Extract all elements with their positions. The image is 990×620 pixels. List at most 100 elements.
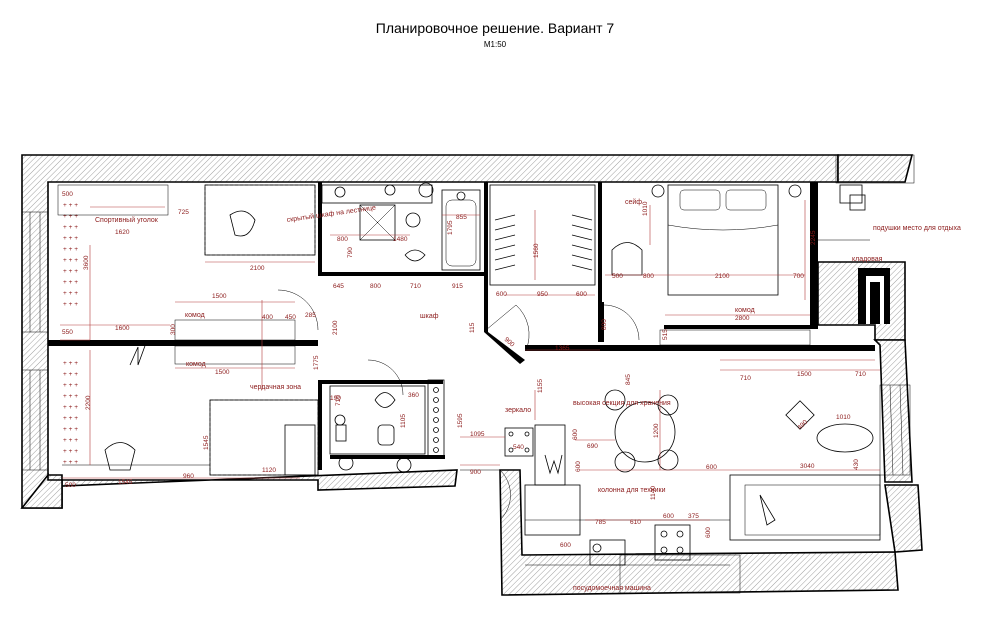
dim: 360 xyxy=(408,392,419,399)
dim: 1795 xyxy=(447,220,454,235)
dim: 115 xyxy=(469,322,476,333)
armchair-icon xyxy=(759,494,776,526)
dim: 610 xyxy=(630,519,641,526)
dim: 490 xyxy=(796,419,809,432)
room-kids-bottom: + + + + + + + + + + + + + + + + + + + + … xyxy=(62,350,319,479)
door-swing-icon xyxy=(603,304,640,341)
dim: 1595 xyxy=(457,413,464,428)
chair-icon xyxy=(104,442,136,471)
dim: 3040 xyxy=(800,463,815,470)
label-dresser-top: комод xyxy=(185,312,205,319)
dim: 600 xyxy=(576,291,587,298)
page-title: Планировочное решение. Вариант 7 xyxy=(375,20,615,36)
dim: 800 xyxy=(337,236,348,243)
svg-text:+ + +: + + + xyxy=(63,437,78,444)
label-pillows: подушки место для отдыха xyxy=(873,225,961,232)
dim: 450 xyxy=(285,314,296,321)
wardrobe-room xyxy=(485,184,600,351)
dim: 375 xyxy=(688,513,699,520)
dim: 960 xyxy=(183,473,194,480)
dim: 540 xyxy=(513,444,524,451)
dim: 1200 xyxy=(653,423,660,438)
svg-text:+ + +: + + + xyxy=(63,268,78,275)
dim: 600 xyxy=(575,461,582,472)
dim: 2800 xyxy=(735,315,750,322)
dim: 950 xyxy=(537,291,548,298)
dim: 515 xyxy=(662,329,669,340)
label-dresser-bottom: комод xyxy=(186,361,206,368)
dim: 1600 xyxy=(115,325,130,332)
dim: 2200 xyxy=(85,395,92,410)
dim: 500 xyxy=(65,482,76,489)
dim: 845 xyxy=(625,374,632,385)
bed-bottom xyxy=(209,399,319,476)
label-column-tech: колонна для техники xyxy=(598,487,666,494)
dim: 785 xyxy=(595,519,606,526)
dim: 900 xyxy=(470,469,481,476)
dim: 300 xyxy=(170,324,177,335)
label-wardrobe: шкаф xyxy=(420,313,439,320)
dim: 550 xyxy=(62,329,73,336)
coffee-table xyxy=(816,423,874,453)
dim: 700 xyxy=(793,273,804,280)
dim: 600 xyxy=(706,464,717,471)
dim: 190 xyxy=(330,395,341,402)
label-mirror: зеркало xyxy=(505,407,531,414)
plant-icon xyxy=(544,454,563,475)
hangers-right xyxy=(571,214,593,271)
door-swing-icon xyxy=(277,289,319,331)
dim: 1010 xyxy=(836,414,851,421)
label-sport: Спортивный уголок xyxy=(95,216,159,224)
sink-icon xyxy=(374,392,396,408)
dim: 2100 xyxy=(332,320,339,335)
label-tall-storage: высокая секция для хранения xyxy=(573,400,671,407)
label-storage: кладовая xyxy=(852,256,883,263)
scale-label: М1:50 xyxy=(483,40,507,49)
dim: 500 xyxy=(612,273,623,280)
dim: 600 xyxy=(560,542,571,549)
dresser-top xyxy=(174,319,296,341)
svg-text:+ + +: + + + xyxy=(63,426,78,433)
svg-text:+ + +: + + + xyxy=(63,290,78,297)
toilet-icon xyxy=(335,424,347,442)
svg-text:+ + +: + + + xyxy=(63,257,78,264)
dim: 1010 xyxy=(642,201,649,216)
door-swing-icon xyxy=(367,359,404,396)
svg-text:+ + +: + + + xyxy=(63,224,78,231)
dimension-labels: 500 725 1620 3600 2100 1500 400 450 285 … xyxy=(62,191,866,549)
stair-mark-icon xyxy=(129,342,147,366)
svg-text:+ + +: + + + xyxy=(63,382,78,389)
dim: 915 xyxy=(452,283,463,290)
chair-icon xyxy=(229,210,256,237)
sport-corner-grid-2: + + + + + + + + + + + + + + + + + + + + … xyxy=(63,360,78,466)
dim: 800 xyxy=(370,283,381,290)
dim: 800 xyxy=(601,319,608,330)
dim: 1500 xyxy=(797,371,812,378)
dim: 1560 xyxy=(533,243,540,258)
label-safe: сейф xyxy=(625,198,642,206)
door-swing-icon xyxy=(499,469,511,521)
dim: 2100 xyxy=(715,273,730,280)
toilet-icon xyxy=(404,249,426,262)
dim: 600 xyxy=(572,429,579,440)
interior-walls xyxy=(48,182,875,470)
storage-room xyxy=(858,268,890,324)
dim: 600 xyxy=(663,513,674,520)
dim: 2245 xyxy=(810,230,817,245)
dim: 600 xyxy=(496,291,507,298)
sport-corner-grid: + + + + + + + + + + + + + + + + + + + + … xyxy=(63,202,78,308)
label-closet-stairs: скрытый шкаф на лестнице xyxy=(286,204,376,224)
dim: 1105 xyxy=(400,414,407,428)
windows xyxy=(21,154,915,594)
svg-text:+ + +: + + + xyxy=(63,415,78,422)
dim: 1545 xyxy=(118,479,133,486)
dim: 710 xyxy=(855,371,866,378)
dim: 710 xyxy=(335,395,342,406)
svg-text:+ + +: + + + xyxy=(63,202,78,209)
svg-text:+ + +: + + + xyxy=(63,279,78,286)
svg-text:+ + +: + + + xyxy=(63,246,78,253)
hob-icon xyxy=(654,524,691,561)
svg-text:+ + +: + + + xyxy=(63,235,78,242)
dim: 400 xyxy=(262,314,273,321)
dim: 1120 xyxy=(262,467,276,474)
